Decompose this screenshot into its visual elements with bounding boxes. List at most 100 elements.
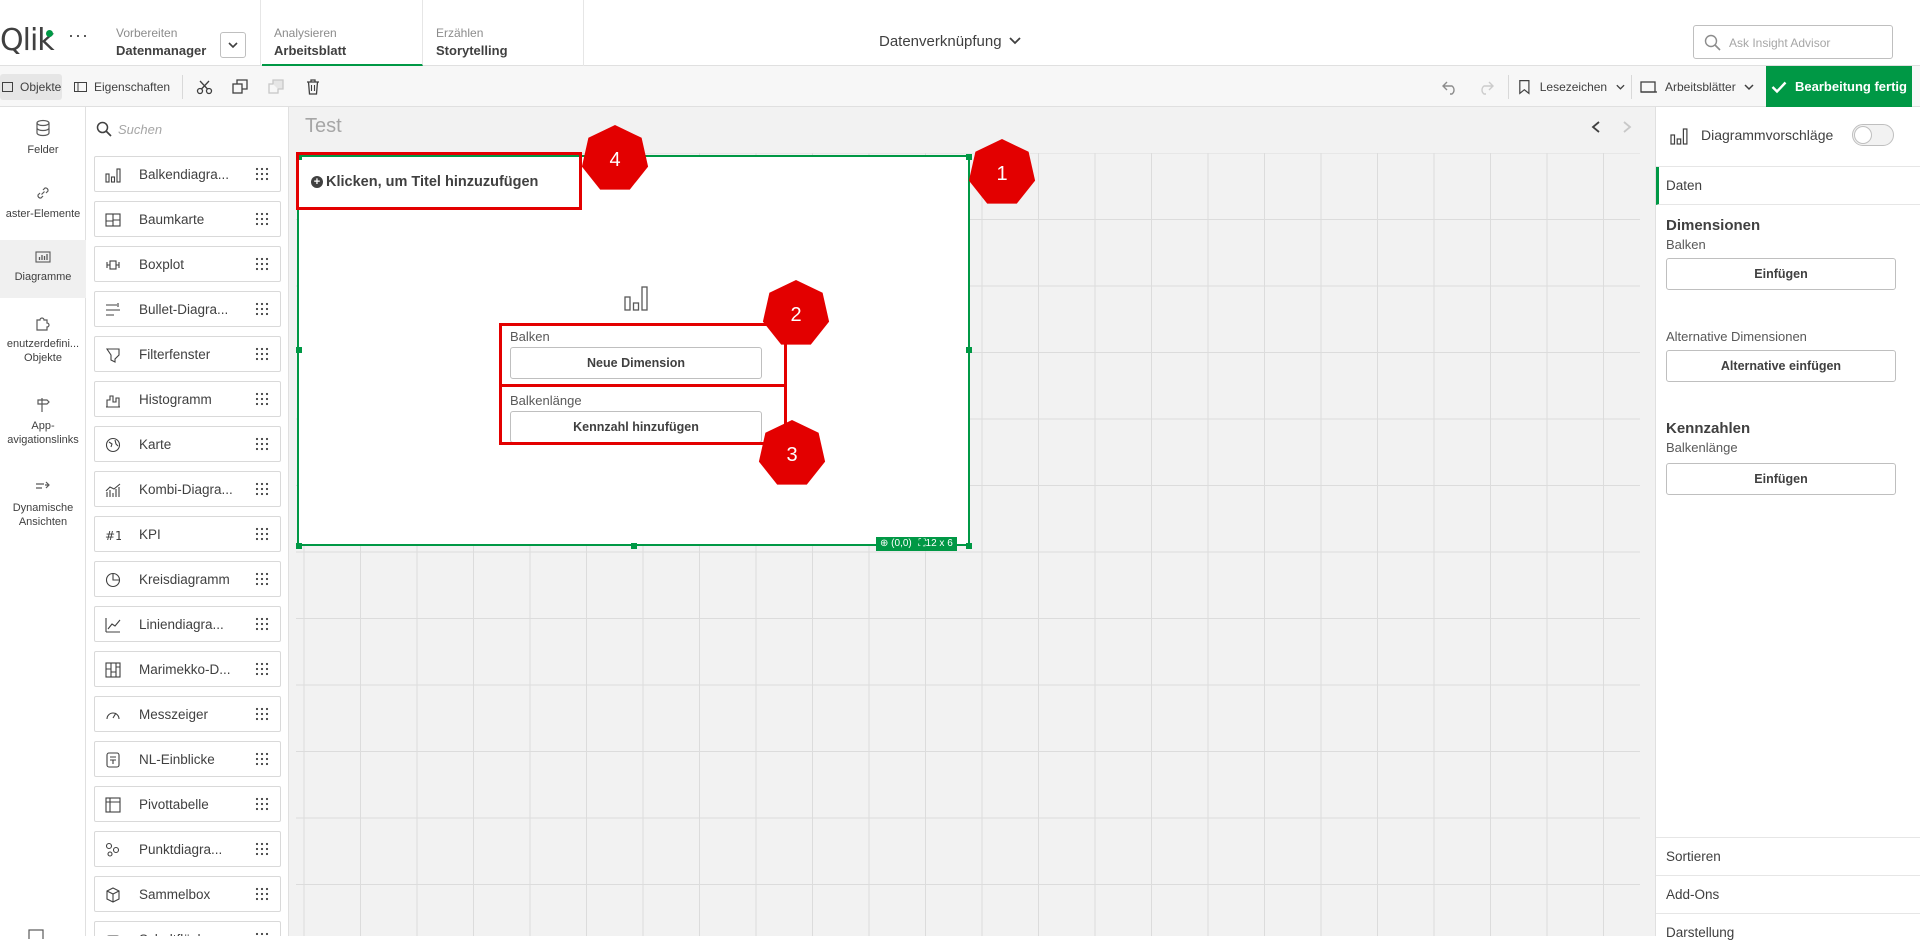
resize-handle[interactable]: [966, 347, 972, 353]
dimension-label: Balken: [510, 329, 550, 344]
insert-measure-button[interactable]: Einfügen: [1666, 463, 1896, 495]
sheet-canvas[interactable]: Test +Klicken, um Titel hinzuzufügen Bal…: [289, 107, 1655, 936]
resize-handle[interactable]: [966, 154, 972, 160]
chart-type-item[interactable]: Pivottabelle: [94, 786, 281, 822]
chart-suggestions-toggle[interactable]: [1852, 124, 1894, 146]
tab-analyze[interactable]: Analysieren Arbeitsblatt: [262, 0, 423, 66]
add-dimension-button[interactable]: Neue Dimension: [510, 347, 762, 379]
bar-chart-object[interactable]: +Klicken, um Titel hinzuzufügen Balken N…: [297, 155, 970, 551]
drag-handle-icon[interactable]: [255, 752, 269, 766]
delete-button[interactable]: [304, 74, 326, 100]
tab-analyze-main: Arbeitsblatt: [274, 43, 347, 58]
rail-item-charts[interactable]: Diagramme: [0, 240, 86, 298]
charts-search-input[interactable]: Suchen: [94, 117, 284, 143]
drag-handle-icon[interactable]: [255, 437, 269, 451]
toggle-knob: [1854, 126, 1872, 144]
more-menu-button[interactable]: ···: [68, 25, 89, 45]
boxplot-icon: [106, 260, 120, 270]
tab-data[interactable]: Daten: [1656, 167, 1920, 205]
chart-type-item[interactable]: Bullet-Diagra...: [94, 291, 281, 327]
rail-item-label: App- avigationslinks: [7, 420, 79, 446]
chart-type-item[interactable]: Kreisdiagramm: [94, 561, 281, 597]
objects-toggle-button[interactable]: Objekte: [0, 74, 62, 100]
chart-title-placeholder[interactable]: +Klicken, um Titel hinzuzufügen: [311, 174, 538, 190]
drag-handle-icon[interactable]: [255, 662, 269, 676]
chart-type-item[interactable]: Kombi-Diagra...: [94, 471, 281, 507]
combo-chart-icon: [105, 483, 121, 497]
add-measure-button[interactable]: Kennzahl hinzufügen: [510, 411, 762, 443]
chart-type-item[interactable]: Schaltfläche: [94, 921, 281, 936]
chart-type-item[interactable]: Balkendiagra...: [94, 156, 281, 192]
drag-handle-icon[interactable]: [255, 257, 269, 271]
rail-item-navigation-links[interactable]: App- avigationslinks: [0, 397, 86, 459]
chevron-right-icon[interactable]: [1620, 119, 1634, 135]
drag-handle-icon[interactable]: [255, 887, 269, 901]
rail-item-fields[interactable]: Felder: [0, 119, 86, 173]
drag-handle-icon[interactable]: [255, 167, 269, 181]
drag-handle-icon[interactable]: [255, 212, 269, 226]
chart-suggestions-label: Diagrammvorschläge: [1701, 127, 1834, 143]
sheet-title[interactable]: Test: [305, 115, 342, 137]
drag-handle-icon[interactable]: [255, 797, 269, 811]
insert-dimension-button[interactable]: Einfügen: [1666, 258, 1896, 290]
undo-button[interactable]: [1441, 74, 1463, 100]
bookmarks-button[interactable]: Lesezeichen: [1516, 74, 1626, 100]
done-editing-button[interactable]: Bearbeitung fertig: [1766, 66, 1912, 107]
drag-handle-icon[interactable]: [255, 572, 269, 586]
measures-subtitle: Balkenlänge: [1666, 440, 1738, 455]
dimensions-heading: Dimensionen: [1666, 217, 1761, 234]
chart-type-item[interactable]: NL-Einblicke: [94, 741, 281, 777]
chevron-left-icon[interactable]: [1589, 119, 1603, 135]
drag-handle-icon[interactable]: [255, 302, 269, 316]
tab-prepare[interactable]: Vorbereiten Datenmanager: [104, 0, 261, 66]
checkmark-icon: [1771, 81, 1787, 93]
rail-item-master-items[interactable]: aster-Elemente: [0, 185, 86, 239]
drag-handle-icon[interactable]: [255, 707, 269, 721]
drag-handle-icon[interactable]: [255, 527, 269, 541]
chart-type-item[interactable]: Messzeiger: [94, 696, 281, 732]
sorting-section[interactable]: Sortieren: [1656, 837, 1920, 875]
insert-alternative-button[interactable]: Alternative einfügen: [1666, 350, 1896, 382]
appearance-section[interactable]: Darstellung: [1656, 913, 1920, 951]
cut-button[interactable]: [196, 74, 218, 100]
drag-handle-icon[interactable]: [255, 932, 269, 936]
properties-toggle-button[interactable]: Eigenschaften: [70, 74, 176, 100]
rail-item-custom-objects[interactable]: enutzerdefini... Objekte: [0, 315, 86, 377]
rail-item-dynamic-views[interactable]: Dynamische Ansichten: [0, 479, 86, 541]
chart-type-item[interactable]: Punktdiagra...: [94, 831, 281, 867]
resize-handle[interactable]: [296, 543, 302, 549]
chart-type-item[interactable]: Marimekko-D...: [94, 651, 281, 687]
paste-button[interactable]: [267, 74, 289, 100]
drag-handle-icon[interactable]: [255, 392, 269, 406]
kpi-icon: #1: [105, 529, 121, 543]
prepare-dropdown-button[interactable]: [220, 32, 246, 58]
drag-handle-icon[interactable]: [255, 842, 269, 856]
addons-section[interactable]: Add-Ons: [1656, 875, 1920, 913]
sheets-label: Arbeitsblätter: [1665, 80, 1736, 94]
resize-handle[interactable]: [966, 543, 972, 549]
drag-handle-icon[interactable]: [255, 482, 269, 496]
chart-type-item[interactable]: Sammelbox: [94, 876, 281, 912]
tab-narrate[interactable]: Erzählen Storytelling: [424, 0, 584, 66]
annotation-box-measure: [499, 384, 787, 445]
resize-handle[interactable]: [296, 154, 302, 160]
chart-type-item[interactable]: Filterfenster: [94, 336, 281, 372]
resize-handle[interactable]: [631, 543, 637, 549]
resize-handle[interactable]: [296, 347, 302, 353]
chart-type-item[interactable]: Histogramm: [94, 381, 281, 417]
copy-button[interactable]: [231, 74, 253, 100]
drag-handle-icon[interactable]: [255, 617, 269, 631]
redo-button[interactable]: [1477, 74, 1499, 100]
chart-type-item[interactable]: Karte: [94, 426, 281, 462]
chart-type-item[interactable]: Baumkarte: [94, 201, 281, 237]
app-title-dropdown[interactable]: Datenverknüpfung: [879, 33, 1022, 50]
button-icon: [107, 935, 119, 936]
panel-icon: [2, 82, 13, 92]
insight-advisor-search[interactable]: Ask Insight Advisor: [1693, 25, 1893, 59]
chart-type-item[interactable]: Boxplot: [94, 246, 281, 282]
chart-type-item[interactable]: Liniendiagra...: [94, 606, 281, 642]
sheets-button[interactable]: Arbeitsblätter: [1638, 74, 1760, 100]
drag-handle-icon[interactable]: [255, 347, 269, 361]
